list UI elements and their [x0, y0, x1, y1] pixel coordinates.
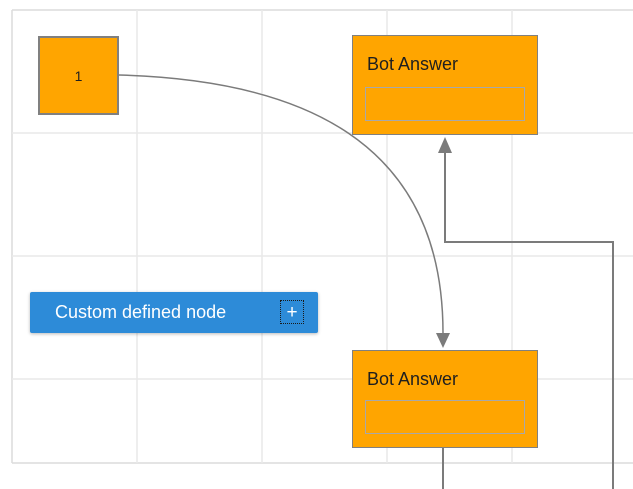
custom-node-label: Custom defined node [55, 302, 227, 322]
bot-answer-top-label: Bot Answer [367, 54, 459, 74]
connector-ortho-into-top[interactable] [444, 152, 614, 489]
node-bot-answer-top[interactable]: Bot Answer [352, 35, 538, 135]
bot-answer-bottom-label: Bot Answer [367, 369, 459, 389]
node-bot-answer-bottom[interactable]: Bot Answer [352, 350, 538, 448]
plus-icon[interactable]: + [280, 300, 304, 324]
arrowhead-down-icon[interactable] [436, 333, 450, 348]
connector-curve-start-to-bottom[interactable] [118, 74, 444, 334]
node-start[interactable]: 1 [38, 36, 119, 115]
node-custom-defined[interactable]: Custom defined node + [30, 292, 318, 333]
bot-answer-top-input-box[interactable] [365, 87, 525, 121]
node-start-label: 1 [74, 67, 83, 84]
bot-answer-bottom-input-box[interactable] [365, 400, 525, 434]
arrowhead-up-icon[interactable] [438, 137, 452, 153]
